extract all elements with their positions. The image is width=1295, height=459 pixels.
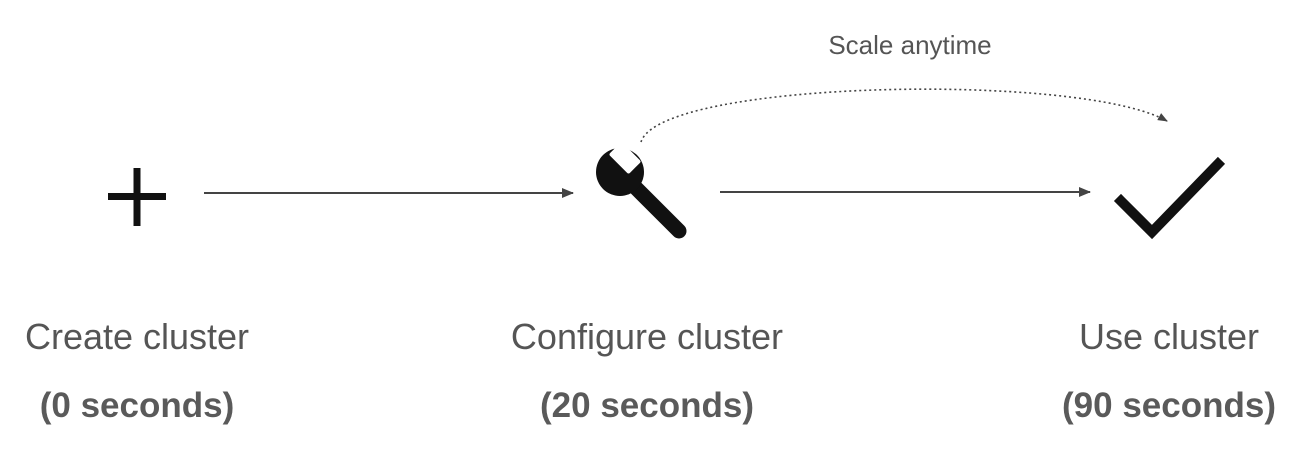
step-create-label: Create cluster — [24, 316, 250, 357]
plus-icon — [108, 168, 166, 226]
step-use-duration: (90 seconds) — [1062, 386, 1276, 425]
step-configure-duration: (20 seconds) — [540, 386, 754, 425]
step-create-duration: (0 seconds) — [39, 386, 235, 425]
checkmark-icon — [1113, 156, 1226, 240]
wrench-icon — [596, 142, 687, 239]
scale-loop-arrow — [640, 88, 1168, 143]
step-configure-label: Configure cluster — [510, 316, 784, 357]
step-use-label: Use cluster — [1078, 316, 1260, 357]
scale-anytime-label: Scale anytime — [828, 30, 992, 60]
